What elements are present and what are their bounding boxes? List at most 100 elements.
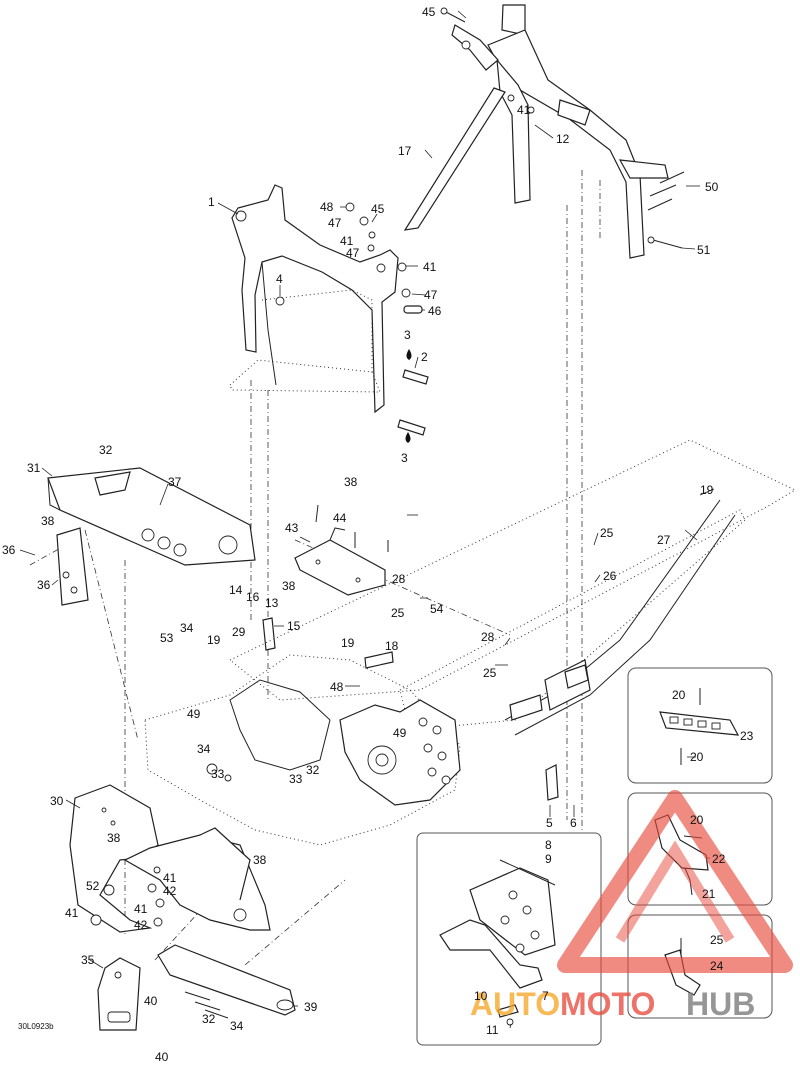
callout-49b: 49 [393,726,407,740]
callout-36b: 36 [37,578,51,592]
callout-42: 42 [163,884,177,898]
callout-38c: 38 [282,579,296,593]
callout-34: 34 [180,621,194,635]
callout-4: 4 [276,272,283,286]
callout-19b: 19 [207,633,221,647]
callout-46: 46 [428,304,442,318]
callout-30: 30 [50,794,64,808]
rear-bumper-39 [157,944,296,1016]
callout-24: 24 [710,959,724,973]
callout-21: 21 [702,887,716,901]
lower-bracket-35 [97,957,141,1031]
front-chassis-cradle [144,651,461,846]
callout-13: 13 [265,596,279,610]
callout-19c: 19 [341,636,355,650]
callout-26: 26 [603,569,617,583]
callout-37: 37 [168,475,182,489]
callout-17: 17 [398,144,412,158]
callout-50: 50 [705,180,719,194]
callout-33: 33 [211,767,225,781]
callout-44: 44 [333,511,347,525]
watermark-text-moto: MOTO [560,986,655,1022]
footrest-panel-center [123,827,271,931]
callout-47: 47 [328,216,342,230]
front-column-support [229,184,399,414]
callout-25: 25 [600,526,614,540]
callout-28: 28 [392,572,406,586]
callout-38d: 38 [107,831,121,845]
callout-3: 3 [404,328,411,342]
column-bolts-2 [397,369,429,436]
callout-49: 49 [187,707,201,721]
steering-bracket-43 [294,527,386,596]
strap-5 [545,764,559,801]
callout-41e: 41 [65,906,79,920]
callout-53: 53 [160,631,174,645]
bolts-32 [184,991,229,1019]
callout-23: 23 [740,729,754,743]
callout-16: 16 [246,590,260,604]
rear-support-tube-assembly [403,4,669,259]
callout-11: 11 [486,1023,499,1037]
bracket-15-strap [262,617,276,651]
callout-45b: 45 [371,202,385,216]
bolt-51 [647,236,683,249]
callout-2: 2 [421,350,428,364]
callout-41c: 41 [423,260,437,274]
drawing-reference: 30L0923b [18,1022,54,1031]
bolts-50 [647,171,685,211]
watermark-text-hub: HUB [686,986,755,1022]
callout-8: 8 [545,838,552,852]
callout-48b: 48 [330,680,344,694]
callout-41b: 41 [340,234,354,248]
callout-1: 1 [208,195,215,209]
callout-3b: 3 [401,451,408,465]
callout-35: 35 [81,953,95,967]
callout-48: 48 [320,200,334,214]
footrest-panel-left [69,784,159,933]
callout-34b: 34 [197,742,211,756]
callout-20c: 20 [690,813,704,827]
watermark-logo: AUTO MOTO HUB [470,790,793,1022]
tunnel-main-frame [229,439,797,736]
callout-7: 7 [542,989,549,1003]
bracket-36-plate [56,527,89,606]
bolt-45-top [440,7,466,23]
callout-40: 40 [144,994,158,1008]
callout-47b: 47 [346,246,360,260]
callout-41: 41 [517,103,531,117]
callout-18: 18 [385,639,399,653]
callout-29: 29 [232,625,246,639]
callout-labels: 45 41 12 17 50 51 1 48 45 47 41 47 41 4 … [2,5,754,1064]
callout-14: 14 [229,583,243,597]
detail-bracket-assembly [439,859,556,1026]
threadlocker-drops [405,349,412,443]
fasteners-top-column [345,202,423,314]
callout-36: 36 [2,543,16,557]
callout-42b: 42 [134,918,148,932]
callout-33b: 33 [289,772,303,786]
callout-25c: 25 [483,666,497,680]
callout-22: 22 [712,852,726,866]
callout-38e: 38 [253,853,267,867]
callout-47c: 47 [424,288,438,302]
callout-12: 12 [556,132,570,146]
callout-31: 31 [27,461,41,475]
callout-52: 52 [86,879,100,893]
leader-lines [19,10,715,1029]
callout-34c: 34 [230,1019,244,1033]
callout-25d: 25 [710,933,724,947]
front-cross-bracket [47,467,256,566]
callout-20b: 20 [690,750,704,764]
bolts-38-group [315,504,389,552]
callout-32b: 32 [306,763,320,777]
callout-51: 51 [697,243,711,257]
callout-38b: 38 [344,475,358,489]
callout-40b: 40 [155,1050,169,1064]
callout-41f: 41 [134,902,148,916]
callout-38: 38 [41,514,55,528]
callout-32: 32 [99,443,113,457]
callout-6: 6 [570,816,577,830]
callout-43: 43 [285,521,299,535]
